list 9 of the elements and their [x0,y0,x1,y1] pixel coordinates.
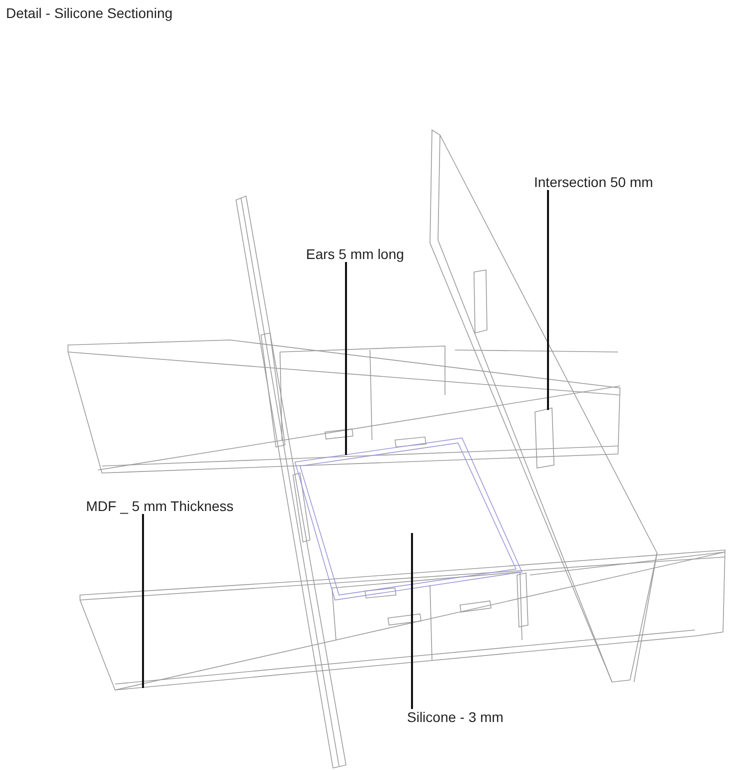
callout-label: Intersection 50 mm [534,174,654,190]
leader-line [547,190,549,410]
callout-label: Silicone - 3 mm [407,709,504,725]
diagram-title: Detail - Silicone Sectioning [6,5,173,21]
callout-label: MDF _ 5 mm Thickness [86,498,234,514]
leader-line [142,514,144,688]
leader-line [345,262,347,455]
leader-line [411,533,413,709]
callout-label: Ears 5 mm long [306,246,404,262]
